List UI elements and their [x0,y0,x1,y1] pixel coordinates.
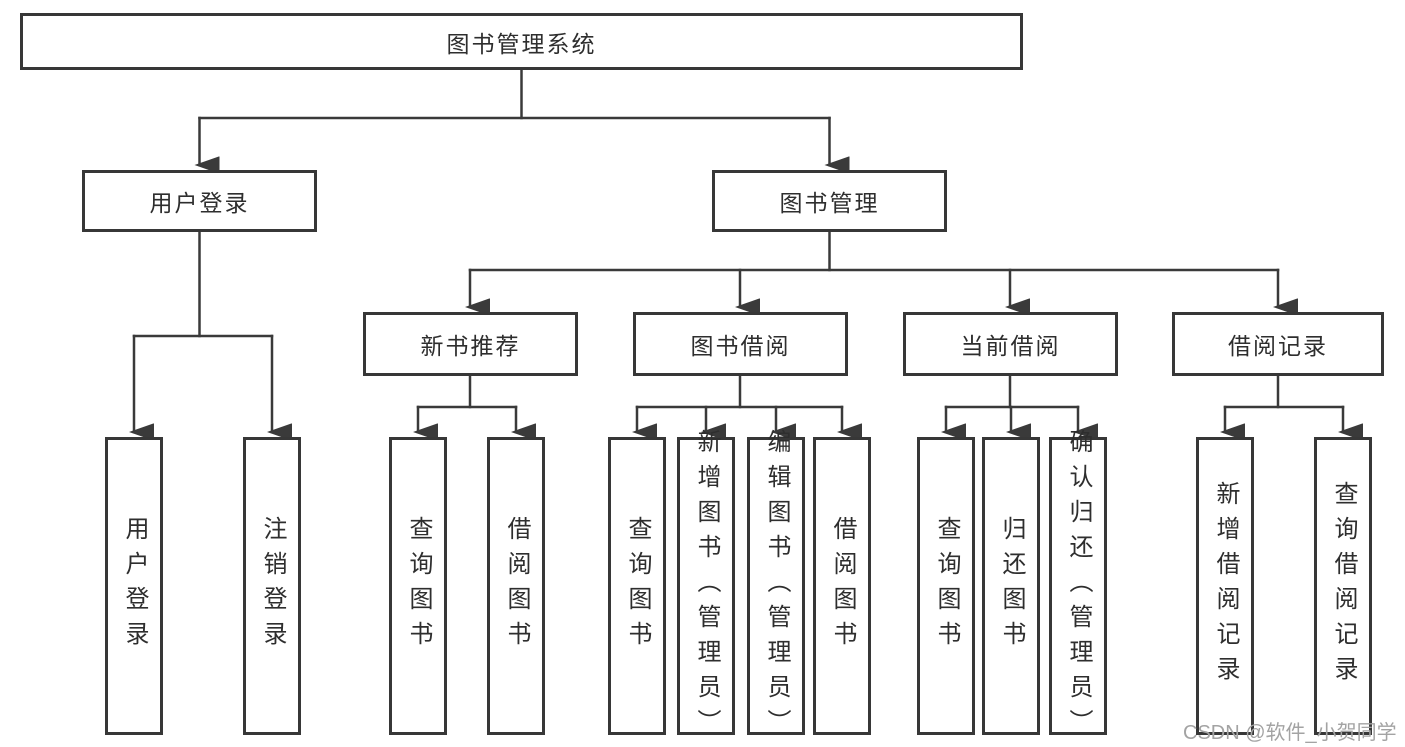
leaf-borrow-books-borrowing: 借阅图书 [813,437,871,735]
leaf-query-borrow-record-label: 查询借阅记录 [1330,481,1357,691]
node-new-book-recommend-label: 新书推荐 [420,333,521,359]
node-user-login-label: 用户登录 [149,190,250,216]
node-book-borrowing: 图书借阅 [633,312,848,376]
node-root-label: 图书管理系统 [446,30,597,57]
leaf-add-borrow-record-label: 新增借阅记录 [1212,481,1239,691]
leaf-add-book-admin-label: 新增图书（管理员） [693,428,720,744]
leaf-query-books-current-label: 查询图书 [933,516,960,656]
leaf-add-book-admin: 新增图书（管理员） [677,429,735,744]
leaf-query-books-recommend: 查询图书 [389,437,447,735]
leaf-borrow-books-borrowing-label: 借阅图书 [829,516,856,656]
leaf-logout-label: 注销登录 [259,516,286,656]
node-current-borrowing-label: 当前借阅 [960,333,1061,359]
node-book-management-label: 图书管理 [779,190,880,216]
leaf-query-books-borrowing-label: 查询图书 [624,516,651,656]
leaf-query-borrow-record: 查询借阅记录 [1314,437,1372,735]
leaf-borrow-books-recommend-label: 借阅图书 [503,516,530,656]
node-new-book-recommend: 新书推荐 [363,312,578,376]
leaf-borrow-books-recommend: 借阅图书 [487,437,545,735]
node-book-borrowing-label: 图书借阅 [690,333,791,359]
leaf-edit-book-admin-label: 编辑图书（管理员） [763,428,790,744]
leaf-query-books-current: 查询图书 [917,437,975,735]
leaf-return-book: 归还图书 [982,437,1040,735]
leaf-return-book-label: 归还图书 [998,516,1025,656]
leaf-edit-book-admin: 编辑图书（管理员） [747,429,805,744]
node-borrowing-records-label: 借阅记录 [1228,333,1328,359]
leaf-user-login-label: 用户登录 [121,516,148,656]
leaf-user-login: 用户登录 [105,437,163,735]
node-root: 图书管理系统 [20,13,1023,70]
leaf-query-books-borrowing: 查询图书 [608,437,666,735]
leaf-add-borrow-record: 新增借阅记录 [1196,437,1254,735]
leaf-query-books-recommend-label: 查询图书 [405,516,432,656]
leaf-confirm-return-admin: 确认归还（管理员） [1049,429,1107,744]
node-current-borrowing: 当前借阅 [903,312,1118,376]
leaf-logout: 注销登录 [243,437,301,735]
node-book-management: 图书管理 [712,170,947,232]
node-borrowing-records: 借阅记录 [1172,312,1384,376]
leaf-confirm-return-admin-label: 确认归还（管理员） [1065,428,1092,744]
node-user-login: 用户登录 [82,170,317,232]
